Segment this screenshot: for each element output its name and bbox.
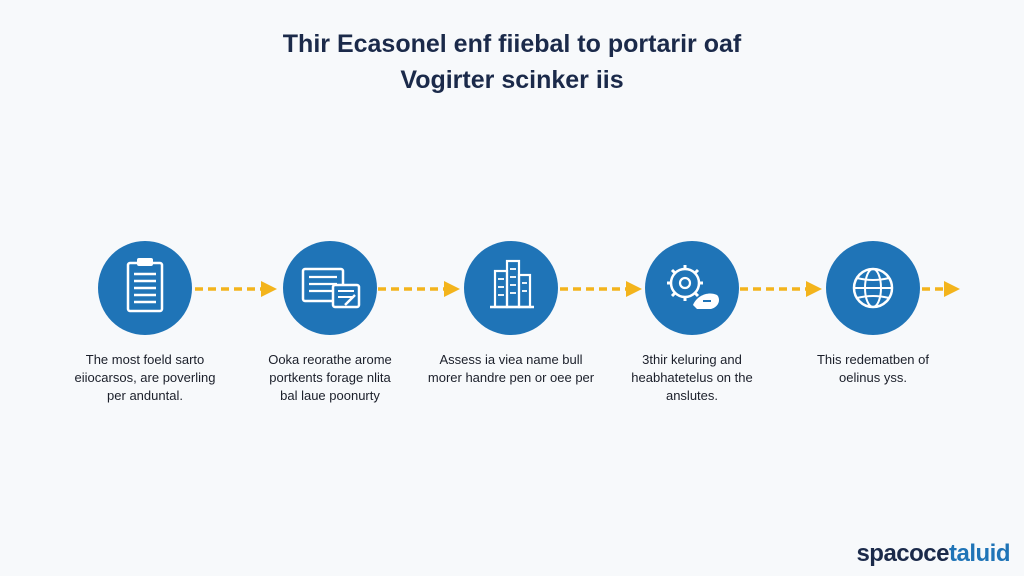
step-2-caption: Ooka reorathe arome portkents forage nli…	[240, 351, 420, 405]
arrow-right-icon	[922, 281, 960, 297]
step-4-caption: 3thir keluring and heabhatetelus on the …	[602, 351, 782, 405]
gear-hand-icon	[667, 265, 719, 309]
arrow-right-icon	[378, 281, 460, 297]
buildings-icon	[490, 259, 534, 309]
caption-line: oelinus yss.	[839, 370, 907, 385]
caption-line: heabhatetelus on the	[631, 370, 753, 385]
caption-line: eiiocarsos, are poverling	[74, 370, 216, 385]
brand-logo: spacocetaluid	[856, 540, 1010, 568]
arrow-right-icon	[560, 281, 642, 297]
arrow-right-icon	[195, 281, 277, 297]
caption-line: anslutes.	[665, 388, 719, 403]
caption-line: 3thir keluring and	[642, 352, 742, 367]
step-5-caption: This redematben of oelinus yss.	[783, 351, 963, 387]
caption-line: This redematben of	[816, 352, 929, 367]
arrow-right-icon	[740, 281, 822, 297]
step-3-circle	[464, 241, 558, 335]
diagram-title: Thir Ecasonel enf fiiebal to portarir oa…	[0, 26, 1024, 98]
step-2-circle	[283, 241, 377, 335]
caption-line: The most foeld sarto	[85, 352, 205, 367]
documents-icon	[301, 267, 361, 309]
step-3-caption: Assess ia viea name bull morer handre pe…	[421, 351, 601, 387]
clipboard-icon	[126, 258, 164, 313]
title-line-1: Thir Ecasonel enf fiiebal to portarir oa…	[282, 30, 742, 58]
caption-line: bal laue poonurty	[280, 388, 380, 403]
step-4-circle	[645, 241, 739, 335]
caption-line: portkents forage nlita	[269, 370, 391, 385]
step-1-circle	[98, 241, 192, 335]
caption-line: Ooka reorathe arome	[268, 352, 392, 367]
title-line-2: Vogirter scinker iis	[400, 66, 624, 94]
step-5-circle	[826, 241, 920, 335]
caption-line: per anduntal.	[107, 388, 183, 403]
brand-part-1: spacoce	[856, 540, 949, 567]
caption-line: morer handre pen or oee per	[427, 370, 595, 385]
caption-line: Assess ia viea name bull	[439, 352, 583, 367]
globe-icon	[852, 267, 894, 309]
brand-part-2: taluid	[949, 540, 1011, 567]
step-1-caption: The most foeld sarto eiiocarsos, are pov…	[55, 351, 235, 405]
